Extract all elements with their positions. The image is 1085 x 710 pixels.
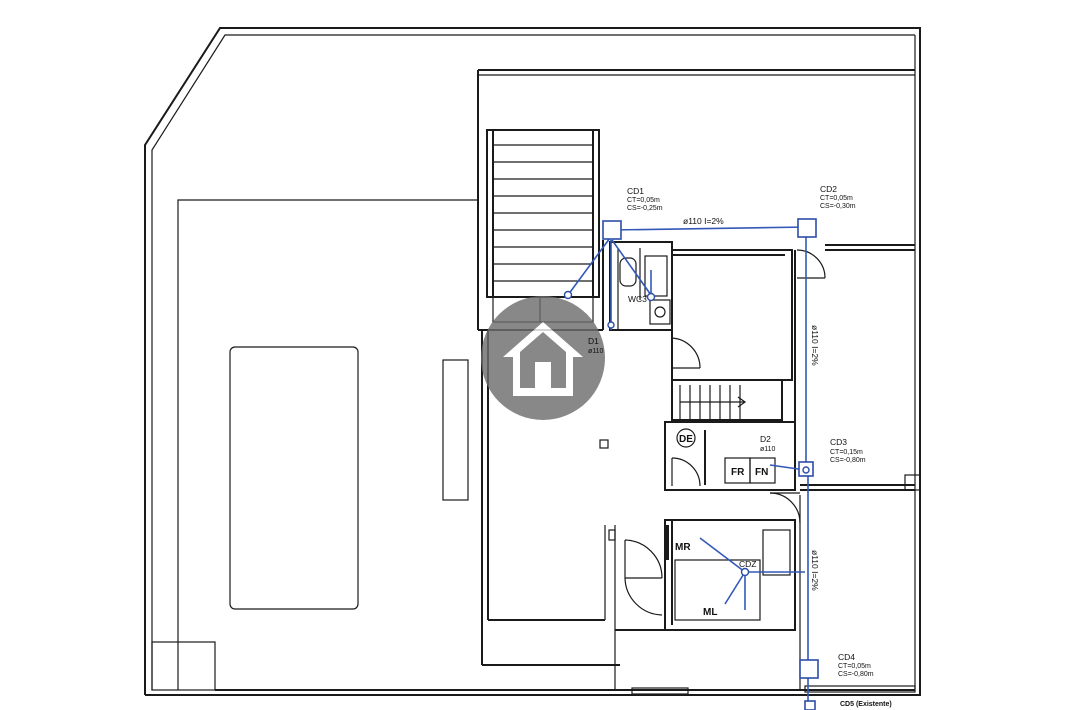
left-area (151, 199, 478, 691)
inspection-boxes (563, 218, 819, 710)
cd1-label: CD1 (627, 186, 644, 196)
cd4-ct: CT=0,05m (838, 663, 871, 670)
cd2-cs: CS=-0,30m (820, 203, 856, 210)
d1-dia: ø110 (588, 348, 604, 355)
cd1-box (602, 220, 622, 240)
cd4-label: CD4 (838, 652, 855, 662)
cd3-cs: CS=-0,80m (830, 457, 866, 464)
wc3-label: WC3 (628, 294, 647, 304)
cd3-ct: CT=0,15m (830, 449, 863, 456)
cd2-box (797, 218, 817, 238)
d1-label: D1 (588, 336, 599, 346)
cd5-box (804, 700, 816, 710)
d2-dia: ø110 (760, 446, 776, 453)
cd2-label: CD2 (820, 184, 837, 194)
right-upper-pipe-label: ø110 I=2% (810, 325, 820, 366)
misc-marks (599, 428, 696, 541)
stairs-upper (486, 129, 600, 323)
fn-label: FN (755, 467, 768, 478)
cd4-cs: CS=-0,80m (838, 671, 874, 678)
cd1-ct: CT=0,05m (627, 197, 660, 204)
watermark (481, 296, 605, 420)
cd1-cs: CS=-0,25m (627, 205, 663, 212)
fr-label: FR (731, 467, 745, 478)
mr-label: MR (675, 542, 691, 553)
de-label: DE (679, 434, 693, 445)
cd3-label: CD3 (830, 437, 847, 447)
cd4-box (799, 659, 819, 679)
d2-label: D2 (760, 434, 771, 444)
cdz-label: CDZ (739, 559, 756, 569)
cd5-label: CD5 (Existente) (840, 701, 892, 708)
cd2-ct: CT=0,05m (820, 195, 853, 202)
ml-label: ML (703, 607, 717, 618)
drainage-network (567, 226, 809, 705)
labels: CD1 CT=0,05m CS=-0,25m CD2 CT=0,05m CS=-… (588, 184, 892, 708)
doors (624, 249, 826, 616)
outer-walls (144, 27, 921, 696)
right-lower-pipe-label: ø110 I=2% (810, 550, 820, 591)
top-pipe-label: ø110 I=2% (683, 216, 724, 226)
house-icon (503, 322, 583, 396)
